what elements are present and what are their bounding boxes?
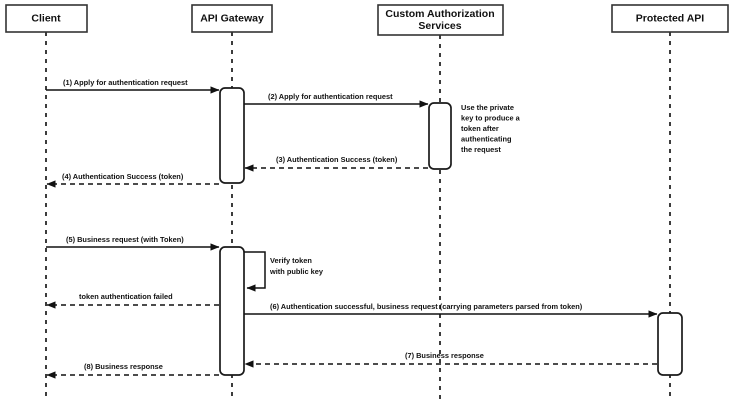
self-message-label-verify-token-line2: with public key [269, 267, 324, 276]
lifelines-layer [45, 32, 671, 399]
message-5: (5) Business request (with Token) [46, 235, 220, 251]
message-label-1: (1) Apply for authentication request [63, 78, 188, 87]
message-4: (4) Authentication Success (token) [46, 172, 219, 188]
message-6: (6) Authentication successful, business … [244, 302, 658, 318]
messages-layer: (1) Apply for authentication request (2) … [46, 78, 658, 379]
message-label-f: token authentication failed [79, 292, 173, 301]
message-1: (1) Apply for authentication request [46, 78, 220, 94]
note-line-private-key-note-3: authenticating [461, 135, 512, 144]
participant-protected-api[interactable]: Protected API [611, 4, 729, 33]
participant-label-custom-auth: Custom Authorization [385, 8, 494, 20]
message-label-7: (7) Business response [405, 351, 484, 360]
participant-label-custom-auth-line2: Services [418, 20, 461, 32]
message-7: (7) Business response [244, 351, 657, 368]
participants-layer: Client API Gateway Custom AuthorizationSer… [5, 4, 729, 36]
message-label-8: (8) Business response [84, 362, 163, 371]
message-f: token authentication failed [46, 292, 219, 309]
participant-api-gateway[interactable]: API Gateway [191, 4, 273, 33]
participant-box-protected-api[interactable] [611, 4, 729, 33]
activation-bar-auth-svc [428, 102, 452, 170]
note-line-private-key-note-0: Use the private [461, 103, 514, 112]
participant-client[interactable]: Client [5, 4, 88, 33]
message-label-4: (4) Authentication Success (token) [62, 172, 184, 181]
note-line-private-key-note-2: token after [461, 124, 499, 133]
participant-box-api-gateway[interactable] [191, 4, 273, 33]
participant-label-protected-api: Protected API [636, 12, 705, 24]
participant-label-api-gateway: API Gateway [200, 12, 264, 24]
note-line-private-key-note-4: the request [461, 145, 501, 154]
activation-bar-gw-business [219, 246, 245, 376]
message-label-6: (6) Authentication successful, business … [270, 302, 583, 311]
activation-bar-gw-auth [219, 87, 245, 184]
message-2: (2) Apply for authentication request [244, 92, 429, 108]
self-message-loop-verify-token [244, 251, 266, 292]
message-label-5: (5) Business request (with Token) [66, 235, 184, 244]
message-label-3: (3) Authentication Success (token) [276, 155, 398, 164]
participant-box-client[interactable] [5, 4, 88, 33]
participant-box-custom-auth[interactable] [377, 4, 504, 36]
note-line-private-key-note-1: key to produce a [461, 114, 521, 123]
message-8: (8) Business response [46, 362, 219, 379]
activation-bar-api-business [657, 312, 683, 376]
participant-label-client: Client [31, 12, 61, 24]
self-message-verify-token: Verify token with public key [244, 251, 324, 292]
activations-layer [219, 87, 683, 376]
message-3: (3) Authentication Success (token) [244, 155, 428, 172]
self-message-label-verify-token: Verify token [270, 256, 312, 265]
message-label-2: (2) Apply for authentication request [268, 92, 393, 101]
